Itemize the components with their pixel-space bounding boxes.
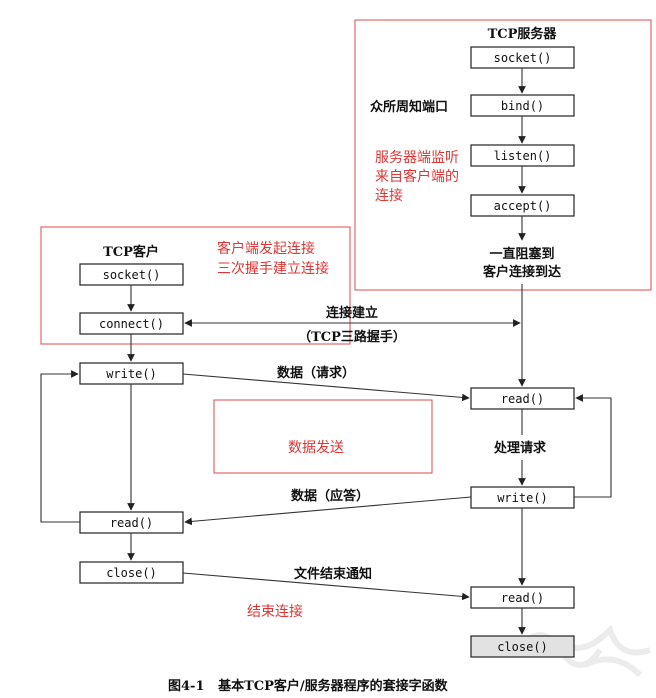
connection-established-label: 连接建立 [326, 305, 378, 321]
data-request-label: 数据（请求） [277, 365, 355, 381]
server-accept-label: accept() [494, 199, 552, 213]
process-request-label: 处理请求 [493, 440, 547, 456]
server-read2-label: read() [501, 591, 544, 605]
well-known-port-label: 众所周知端口 [370, 99, 448, 115]
eof-arrow [182, 572, 470, 601]
server-bind-label: bind() [501, 99, 544, 113]
figure-caption: 图4-1 基本TCP客户/服务器程序的套接字函数 [168, 678, 449, 694]
data-send-frame [213, 399, 433, 474]
client-connect-note-line1: 客户端发起连接 [217, 240, 315, 257]
request-arrow [182, 373, 470, 402]
server-listen-note-line2: 来自客户端的 [375, 168, 459, 185]
client-connect-label: connect() [99, 317, 164, 331]
client-socket-label: socket() [103, 268, 161, 282]
server-listen-note-line3: 连接 [375, 187, 403, 204]
client-write-label: write() [106, 367, 157, 381]
client-connect-note-line2: 三次握手建立连接 [217, 260, 329, 277]
reply-arrow [184, 496, 472, 526]
client-title: TCP客户 [103, 244, 159, 260]
data-send-note: 数据发送 [288, 440, 344, 456]
server-listen-label: listen() [494, 149, 552, 163]
server-listen-note-line1: 服务器端监听 [375, 150, 459, 166]
three-way-handshake-label: （TCP三路握手） [298, 329, 406, 345]
client-read-label: read() [110, 516, 153, 530]
server-read-label: read() [501, 392, 544, 406]
client-close-label: close() [106, 566, 157, 580]
server-title: TCP服务器 [488, 26, 558, 42]
data-reply-label: 数据（应答） [291, 488, 369, 504]
end-connection-note: 结束连接 [247, 603, 303, 620]
server-annotation-frame [354, 19, 652, 291]
block-label-line2: 客户连接到达 [483, 264, 561, 280]
block-label-line1: 一直阻塞到 [489, 246, 554, 262]
client-close-box [79, 561, 184, 584]
server-socket-label: socket() [494, 51, 552, 65]
eof-notify-label: 文件结束通知 [294, 566, 372, 582]
server-close-box [470, 635, 575, 658]
server-write-label: write() [497, 491, 548, 505]
server-close-label: close() [497, 640, 548, 654]
client-annotation-frame [40, 226, 351, 345]
